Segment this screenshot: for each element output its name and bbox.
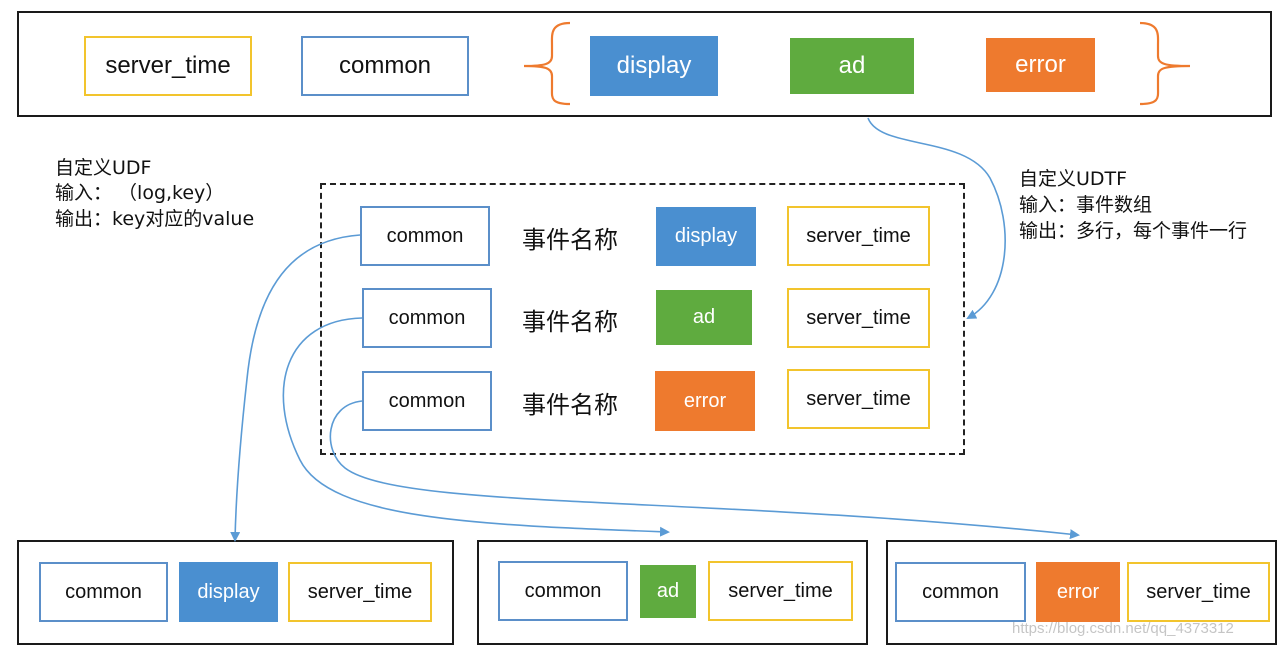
top-common-box: common: [301, 36, 469, 96]
row2-ad-box: ad: [656, 290, 752, 345]
bottom1-common-box: common: [39, 562, 168, 622]
top-display-box: display: [590, 36, 718, 96]
top-ad-box: ad: [790, 38, 914, 94]
udf-note-input: 输入： （log,key）: [55, 182, 225, 204]
left-brace: [523, 21, 571, 106]
bottom1-server-time-box: server_time: [288, 562, 432, 622]
udtf-output-frame: [320, 183, 965, 455]
row3-common-box: common: [362, 371, 492, 431]
row2-event-name: 事件名称: [522, 308, 618, 336]
udtf-note-title: 自定义UDTF: [1019, 168, 1128, 190]
row1-display-box: display: [656, 207, 756, 266]
bottom1-display-box: display: [179, 562, 278, 622]
row2-to-bottom2-arrow: [282, 317, 670, 537]
row3-to-bottom3-arrow: [329, 400, 1080, 540]
row1-server-time-box: server_time: [787, 206, 930, 266]
top-error-box: error: [986, 38, 1095, 92]
bottom2-common-box: common: [498, 561, 628, 621]
row3-error-box: error: [655, 371, 755, 431]
row1-event-name: 事件名称: [522, 226, 618, 254]
row1-to-bottom1-arrow: [230, 234, 361, 542]
row1-common-box: common: [360, 206, 490, 266]
row3-server-time-box: server_time: [787, 369, 930, 429]
bottom3-common-box: common: [895, 562, 1026, 622]
udtf-note-output: 输出：多行，每个事件一行: [1019, 220, 1248, 242]
bottom2-server-time-box: server_time: [708, 561, 853, 621]
udf-note-output: 输出：key对应的value: [55, 208, 255, 230]
bottom3-error-box: error: [1036, 562, 1120, 622]
bottom3-server-time-box: server_time: [1127, 562, 1270, 622]
bottom2-ad-box: ad: [640, 565, 696, 618]
row3-event-name: 事件名称: [522, 391, 618, 419]
top-server-time-box: server_time: [84, 36, 252, 96]
right-brace: [1139, 21, 1191, 106]
row2-server-time-box: server_time: [787, 288, 930, 348]
watermark: https://blog.csdn.net/qq_4373312: [1012, 620, 1234, 637]
udtf-note-input: 输入：事件数组: [1019, 194, 1153, 216]
udtf-arrow: [867, 117, 1006, 319]
row2-common-box: common: [362, 288, 492, 348]
udf-note-title: 自定义UDF: [55, 157, 152, 179]
